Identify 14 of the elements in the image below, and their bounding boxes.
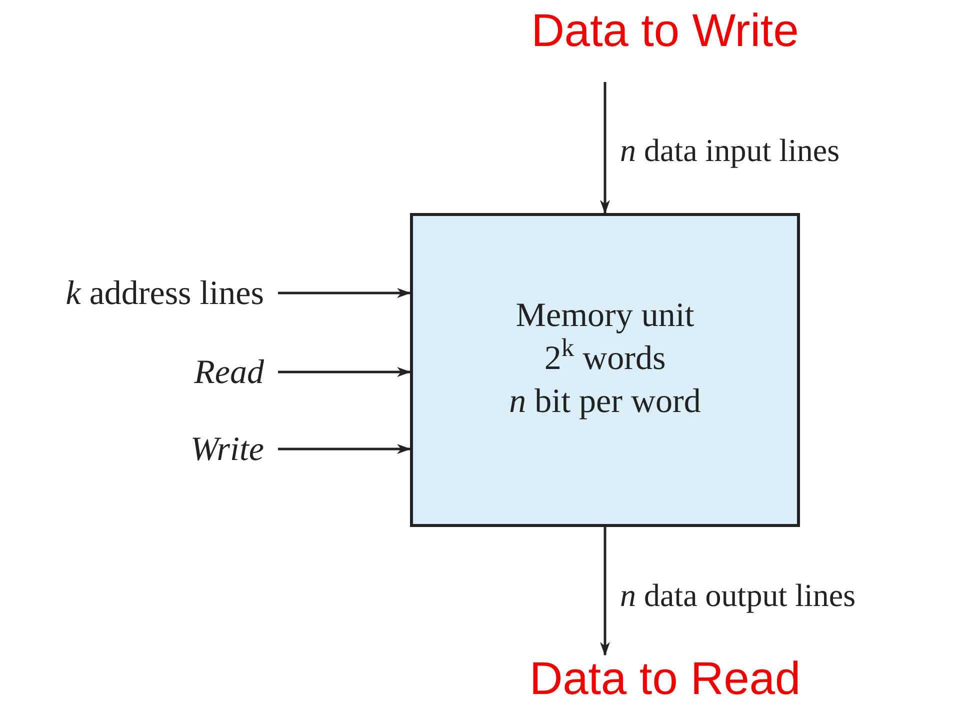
arrow bbox=[278, 444, 411, 454]
memory-block bbox=[410, 213, 800, 527]
heading-text: Data to Read bbox=[529, 652, 801, 704]
arrow bbox=[600, 82, 610, 214]
arrow bbox=[600, 527, 610, 656]
arrow bbox=[278, 288, 411, 298]
block-text: Memory unit bbox=[516, 296, 694, 336]
signal-label: Write bbox=[190, 430, 264, 470]
arrow bbox=[278, 367, 411, 377]
heading-text: Data to Write bbox=[531, 4, 799, 56]
block-text: n bit per word bbox=[509, 382, 701, 422]
signal-label: k address lines bbox=[66, 274, 264, 314]
signal-label: Read bbox=[194, 352, 264, 392]
block-text: 2$^{k}$ words bbox=[544, 336, 666, 378]
